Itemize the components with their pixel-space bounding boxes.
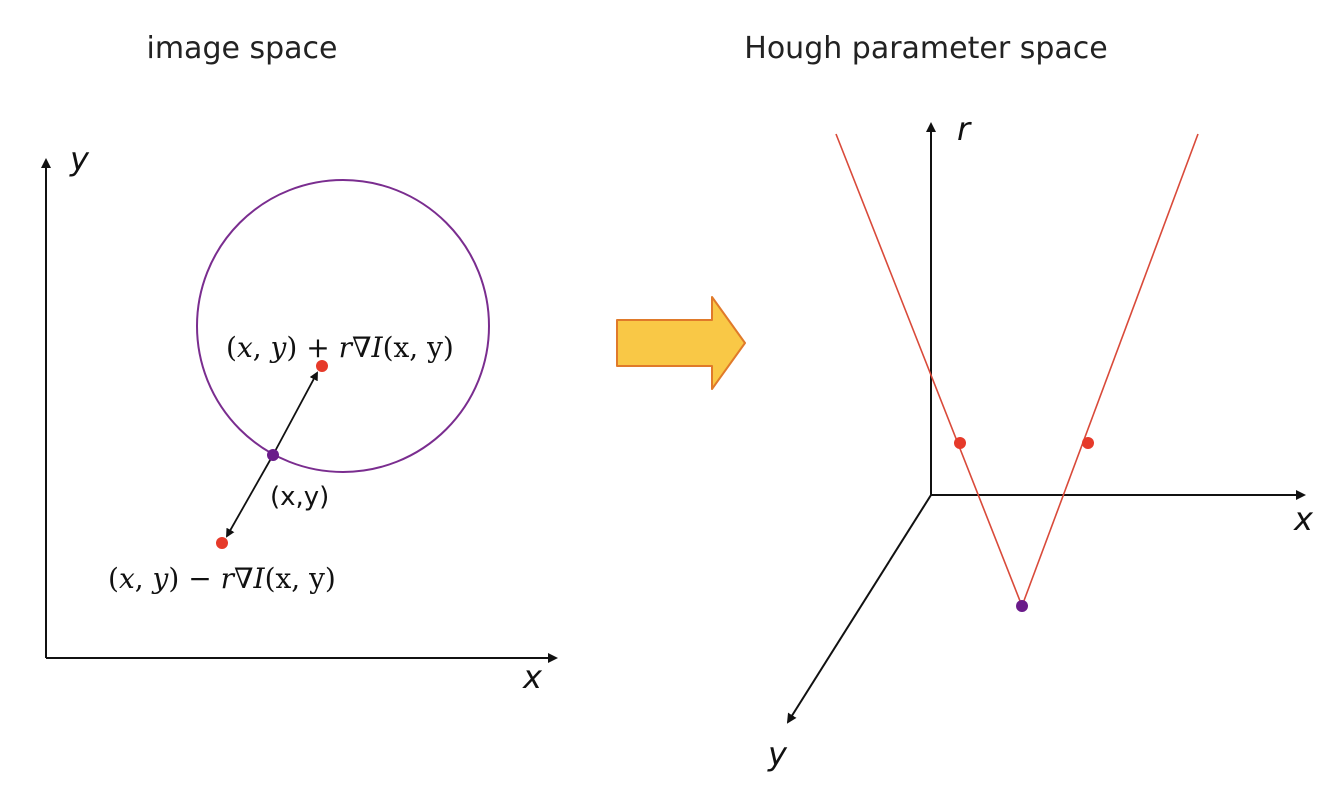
hough-space-panel: Hough parameter space r x y <box>744 31 1314 773</box>
gradient-arrow-down <box>226 454 274 538</box>
transform-arrow <box>616 296 746 390</box>
center-candidate-plus-dot <box>316 360 328 372</box>
candidate-circle <box>196 179 490 473</box>
hough-candidate-left-dot <box>954 437 966 449</box>
cone-line-left <box>835 133 1023 607</box>
center-candidate-minus-dot <box>216 537 228 549</box>
hough-space-title: Hough parameter space <box>744 31 1107 66</box>
cone-line-right <box>1021 133 1199 607</box>
hough-y-axis-label: y <box>767 735 788 773</box>
lower-expression: (x, y) − r∇I(x, y) <box>108 562 336 595</box>
edge-point-label: (x,y) <box>270 482 329 512</box>
hough-apex-dot <box>1016 600 1028 612</box>
hough-y-axis <box>786 494 932 724</box>
hough-candidate-right-dot <box>1082 437 1094 449</box>
upper-expression: (x, y) + r∇I(x, y) <box>226 331 454 364</box>
image-x-axis-label: x <box>522 658 543 696</box>
image-space-title: image space <box>147 31 338 66</box>
edge-point-dot <box>267 449 279 461</box>
hough-x-axis-label: x <box>1293 500 1314 538</box>
hough-r-axis-label: r <box>957 110 972 148</box>
gradient-arrow-up <box>272 371 318 456</box>
image-space-panel: image space y x (x,y) (x, y) + r∇I(x, y)… <box>41 31 558 696</box>
image-y-axis-label: y <box>69 140 90 178</box>
